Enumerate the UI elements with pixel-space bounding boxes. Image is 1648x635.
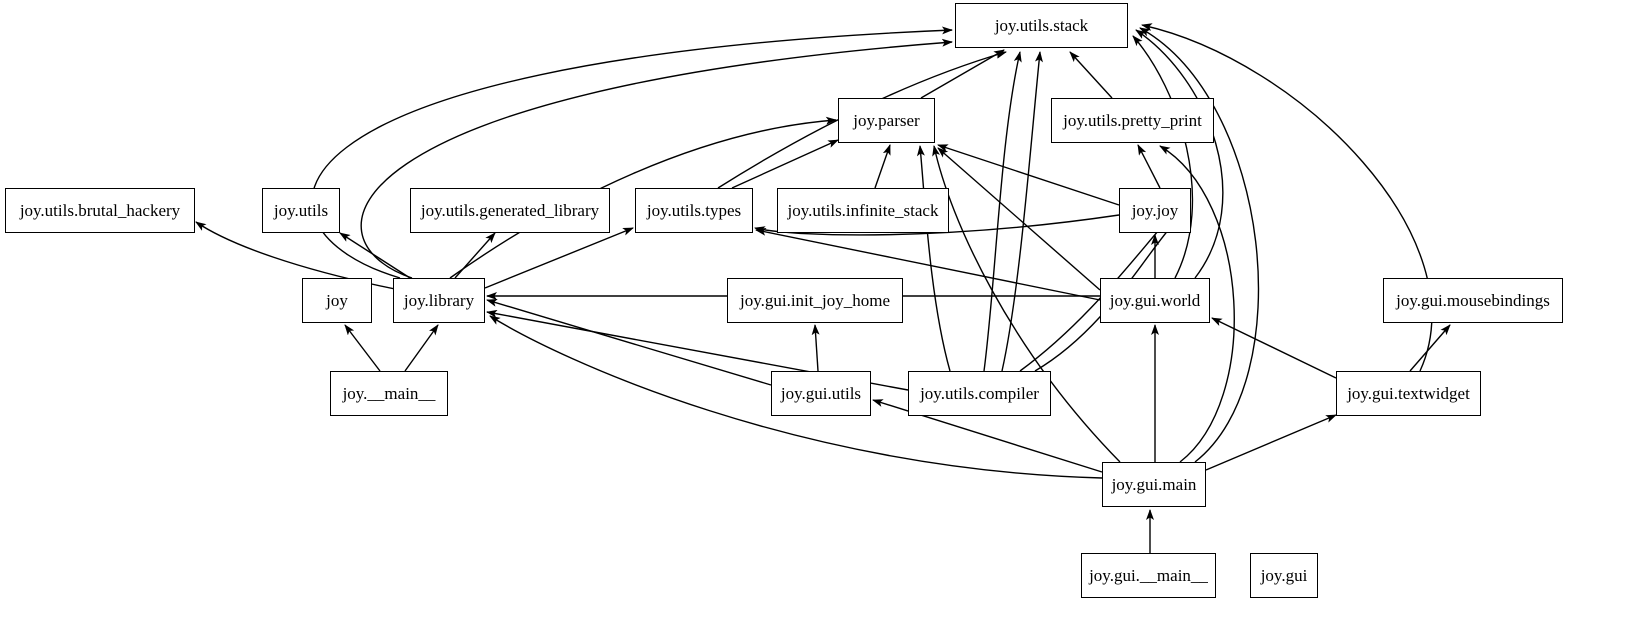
graph-edge [731,139,839,189]
graph-node-joy-gui---main--[interactable]: joy.gui.__main__ [1081,553,1216,598]
graph-node-label: joy.gui.mousebindings [1396,291,1550,310]
graph-node-joy-gui-utils[interactable]: joy.gui.utils [771,371,871,416]
graph-node-label: joy.utils.generated_library [420,201,600,220]
graph-node-label: joy.gui.textwidget [1347,384,1470,403]
graph-node-joy-gui[interactable]: joy.gui [1250,553,1318,598]
graph-edge [1001,51,1043,372]
graph-edge [454,232,496,279]
graph-node-joy[interactable]: joy [302,278,372,323]
graph-node-label: joy.utils.brutal_hackery [19,201,181,220]
graph-edge [937,147,1101,291]
graph-node-label: joy.utils [273,201,329,220]
graph-node-label: joy [326,291,348,310]
graph-node-label: joy.utils.pretty_print [1063,111,1202,130]
graph-edge [1132,35,1194,279]
graph-node-joy-joy[interactable]: joy.joy [1119,188,1191,233]
graph-edge [1069,51,1113,99]
graph-node-joy-gui-main[interactable]: joy.gui.main [1102,462,1206,507]
graph-node-label: joy.gui.init_joy_home [739,291,890,310]
graph-node-joy-library[interactable]: joy.library [393,278,485,323]
graph-node-label: joy.library [403,291,475,310]
graph-node-joy-parser[interactable]: joy.parser [838,98,935,143]
graph-node-joy-gui-mousebindings[interactable]: joy.gui.mousebindings [1383,278,1563,323]
graph-node-joy-gui-textwidget[interactable]: joy.gui.textwidget [1336,371,1481,416]
graph-edge [916,145,951,372]
graph-node-joy-gui-init-joy-home[interactable]: joy.gui.init_joy_home [727,278,903,323]
graph-node-label: joy.gui.utils [780,384,862,403]
graph-node-label: joy.gui [1260,566,1308,585]
graph-node-joy-utils-stack[interactable]: joy.utils.stack [955,3,1128,48]
graph-node-joy-utils-pretty-print[interactable]: joy.utils.pretty_print [1051,98,1214,143]
graph-node-joy-utils-infinite-stack[interactable]: joy.utils.infinite_stack [777,188,949,233]
graph-node-label: joy.utils.compiler [920,384,1039,403]
graph-node-label: joy.joy [1131,201,1179,220]
graph-node-joy---main--[interactable]: joy.__main__ [330,371,448,416]
graph-edge [1205,414,1337,471]
graph-node-label: joy.parser [853,111,920,130]
graph-edge [1135,29,1224,279]
graph-edge [937,144,1120,206]
graph-edge [404,324,439,372]
graph-edge [339,232,411,279]
graph-edge [484,227,634,289]
graph-node-label: joy.utils.infinite_stack [787,201,939,220]
graph-node-label: joy.utils.types [646,201,742,220]
graph-edge [311,26,953,279]
graph-edge [1139,27,1260,463]
graph-node-joy-utils[interactable]: joy.utils [262,188,340,233]
graph-node-joy-gui-world[interactable]: joy.gui.world [1100,278,1210,323]
graph-edge [360,38,953,279]
graph-edge [1211,317,1337,379]
graph-node-label: joy.__main__ [342,384,436,403]
graph-edge [874,144,891,189]
graph-edge [1137,144,1161,189]
graph-edge [1409,324,1451,372]
graph-node-label: joy.gui.main [1111,475,1197,494]
graph-edge [344,324,381,372]
graph-node-joy-utils-compiler[interactable]: joy.utils.compiler [908,371,1051,416]
graph-node-label: joy.gui.world [1109,291,1201,310]
graph-edge [983,51,1022,372]
graph-node-joy-utils-generated-library[interactable]: joy.utils.generated_library [410,188,610,233]
graph-node-label: joy.utils.stack [994,16,1089,35]
graph-edge [811,324,820,372]
graph-edge [920,49,1005,99]
graph-node-label: joy.gui.__main__ [1089,566,1208,585]
graph-node-joy-utils-brutal-hackery[interactable]: joy.utils.brutal_hackery [5,188,195,233]
graph-node-joy-utils-types[interactable]: joy.utils.types [635,188,753,233]
